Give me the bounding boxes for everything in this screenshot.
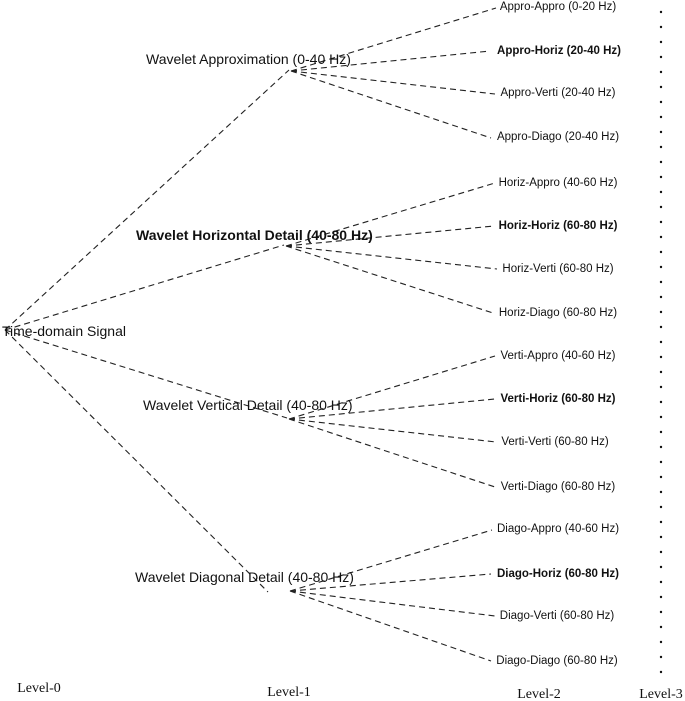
level2-node-verti-verti: Verti-Verti (60-80 Hz) bbox=[501, 436, 609, 448]
edge-vertical-to-child-2 bbox=[288, 398, 496, 420]
tree-edges bbox=[4, 7, 498, 662]
level2-node-appro-appro: Appro-Appro (0-20 Hz) bbox=[500, 1, 616, 13]
level-3-dot bbox=[659, 640, 663, 644]
edge-diagonal-to-child-4 bbox=[289, 590, 492, 662]
level-3-dot bbox=[659, 460, 663, 464]
level-3-dot bbox=[659, 490, 663, 494]
level-3-dot bbox=[659, 250, 663, 254]
edge-approximation-to-child-4 bbox=[290, 70, 492, 139]
level-3-dot bbox=[659, 25, 663, 29]
level-3-dot bbox=[659, 175, 663, 179]
level-3-dot bbox=[659, 100, 663, 104]
root-node-label: Time-domain Signal bbox=[2, 323, 126, 339]
level2-node-horiz-verti: Horiz-Verti (60-80 Hz) bbox=[502, 263, 613, 275]
level-3-caption: Level-3 bbox=[639, 687, 683, 701]
level2-node-diago-verti: Diago-Verti (60-80 Hz) bbox=[500, 610, 615, 622]
level-3-dot bbox=[659, 280, 663, 284]
level-3-dot bbox=[659, 670, 663, 674]
level-3-dot bbox=[659, 535, 663, 539]
level-3-dot bbox=[659, 355, 663, 359]
edge-vertical-to-child-1 bbox=[288, 355, 496, 420]
level-3-dot bbox=[659, 655, 663, 659]
level1-node-approximation: Wavelet Approximation (0-40 Hz) bbox=[146, 51, 351, 67]
level-3-dot bbox=[659, 235, 663, 239]
level-3-dot bbox=[659, 160, 663, 164]
level-3-dot bbox=[659, 115, 663, 119]
level-3-dot bbox=[659, 310, 663, 314]
level2-node-diago-horiz: Diago-Horiz (60-80 Hz) bbox=[497, 568, 619, 580]
level2-node-diago-appro: Diago-Appro (40-60 Hz) bbox=[497, 523, 619, 535]
edge-approximation-to-child-1 bbox=[290, 7, 497, 72]
level-3-dot bbox=[659, 625, 663, 629]
level-3-dot bbox=[659, 55, 663, 59]
edge-diagonal-to-child-3 bbox=[289, 590, 496, 617]
level-3-dot bbox=[659, 130, 663, 134]
edge-vertical-to-child-4 bbox=[288, 418, 496, 488]
level-2-caption: Level-2 bbox=[517, 687, 561, 701]
level-3-dot bbox=[659, 430, 663, 434]
level-3-dot bbox=[659, 475, 663, 479]
level2-node-diago-diago: Diago-Diago (60-80 Hz) bbox=[496, 655, 618, 667]
level-3-dot bbox=[659, 190, 663, 194]
level-3-dotted-column bbox=[659, 10, 663, 674]
level-3-dot bbox=[659, 40, 663, 44]
edge-diagonal-to-child-2 bbox=[289, 573, 492, 592]
edge-approximation-to-child-2 bbox=[290, 50, 491, 72]
level1-node-diagonal: Wavelet Diagonal Detail (40-80 Hz) bbox=[135, 569, 354, 585]
level2-node-verti-appro: Verti-Appro (40-60 Hz) bbox=[500, 350, 615, 362]
level-3-dot bbox=[659, 385, 663, 389]
level-3-dot bbox=[659, 340, 663, 344]
level-3-dot bbox=[659, 565, 663, 569]
level-3-dot bbox=[659, 415, 663, 419]
edge-horizontal-to-child-4 bbox=[285, 245, 494, 314]
level-3-dot bbox=[659, 520, 663, 524]
level-3-dot bbox=[659, 295, 663, 299]
level1-node-vertical: Wavelet Vertical Detail (40-80 Hz) bbox=[143, 397, 353, 413]
level-3-dot bbox=[659, 70, 663, 74]
level2-node-horiz-diago: Horiz-Diago (60-80 Hz) bbox=[499, 307, 617, 319]
level-3-dot bbox=[659, 610, 663, 614]
level-3-dot bbox=[659, 445, 663, 449]
level-1-caption: Level-1 bbox=[267, 685, 311, 700]
level2-node-appro-horiz: Appro-Horiz (20-40 Hz) bbox=[497, 45, 621, 57]
level-3-dot bbox=[659, 85, 663, 89]
edge-horizontal-to-child-1 bbox=[285, 182, 496, 247]
edge-root-to-diagonal bbox=[4, 329, 269, 593]
level-3-dot bbox=[659, 265, 663, 269]
level-3-dot bbox=[659, 595, 663, 599]
level2-node-horiz-horiz: Horiz-Horiz (60-80 Hz) bbox=[499, 220, 618, 232]
level-3-dot bbox=[659, 325, 663, 329]
level-3-dot bbox=[659, 220, 663, 224]
level-3-dot bbox=[659, 505, 663, 509]
level2-node-verti-diago: Verti-Diago (60-80 Hz) bbox=[501, 481, 616, 493]
level2-node-verti-horiz: Verti-Horiz (60-80 Hz) bbox=[500, 393, 615, 405]
level1-node-horizontal: Wavelet Horizontal Detail (40-80 Hz) bbox=[136, 227, 373, 243]
level2-node-appro-verti: Appro-Verti (20-40 Hz) bbox=[500, 87, 615, 99]
level2-node-horiz-appro: Horiz-Appro (40-60 Hz) bbox=[499, 177, 618, 189]
level-3-dot bbox=[659, 205, 663, 209]
level-3-dot bbox=[659, 145, 663, 149]
level-3-dot bbox=[659, 10, 663, 14]
edge-approximation-to-child-3 bbox=[290, 70, 496, 95]
edge-vertical-to-child-3 bbox=[288, 418, 497, 443]
edge-root-to-approximation bbox=[4, 69, 290, 331]
level-3-dot bbox=[659, 550, 663, 554]
level-3-dot bbox=[659, 400, 663, 404]
edge-root-to-horizontal bbox=[4, 244, 285, 331]
level-3-dot bbox=[659, 580, 663, 584]
edge-horizontal-to-child-3 bbox=[285, 245, 498, 270]
level-3-dot bbox=[659, 370, 663, 374]
level-0-caption: Level-0 bbox=[17, 681, 61, 696]
edge-horizontal-to-child-2 bbox=[285, 225, 495, 247]
level2-node-appro-diago: Appro-Diago (20-40 Hz) bbox=[497, 131, 619, 143]
edge-diagonal-to-child-1 bbox=[289, 529, 493, 592]
